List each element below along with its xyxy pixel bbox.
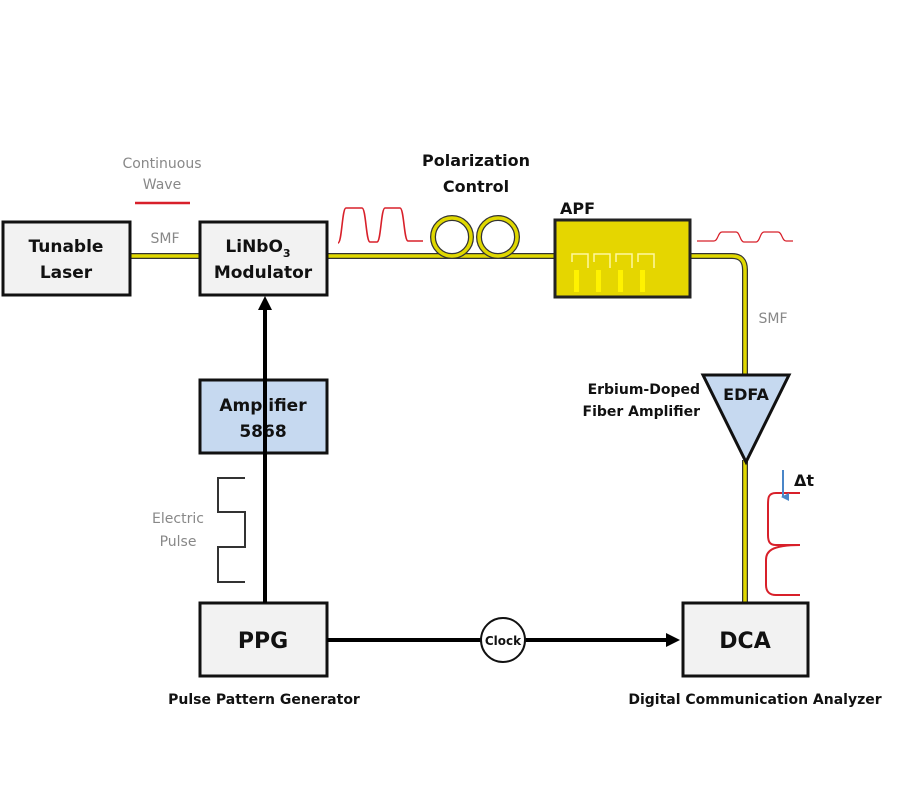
edfa-full-label-2: Fiber Amplifier — [583, 404, 701, 420]
filtered-pulse-signal — [697, 231, 793, 243]
dca-block[interactable]: DCA — [681, 601, 810, 678]
delayed-pulse-signal — [765, 492, 801, 596]
polarization-control-label-2: Control — [443, 177, 509, 196]
laser-label-2: Laser — [40, 263, 93, 283]
ppg-block[interactable]: PPG — [198, 601, 329, 678]
continuous-wave-label-2: Wave — [143, 177, 181, 193]
electric-pulse-label-2: Pulse — [160, 534, 197, 550]
tunable-laser-block[interactable]: Tunable Laser — [1, 220, 132, 297]
apf-chip-pattern-icon — [571, 253, 655, 268]
polarization-control-loops[interactable] — [430, 215, 520, 259]
clock-node[interactable]: Clock — [480, 617, 526, 663]
modulator-label-1: LiNbO3 — [225, 237, 290, 260]
clock-label: Clock — [485, 634, 522, 648]
polarization-control-label-1: Polarization — [422, 151, 530, 170]
modulated-pulse-signal — [337, 207, 423, 244]
dca-full-label: Digital Communication Analyzer — [628, 692, 881, 708]
edfa-block[interactable]: EDFA — [700, 373, 792, 466]
ppg-full-label: Pulse Pattern Generator — [168, 692, 360, 708]
laser-label-1: Tunable — [29, 237, 104, 257]
apf-label: APF — [560, 199, 595, 218]
modulator-label-2: Modulator — [214, 263, 313, 283]
smf-label-2: SMF — [758, 311, 787, 327]
modulator-block[interactable]: LiNbO3 Modulator — [198, 220, 329, 297]
delta-t-label: Δt — [794, 471, 814, 490]
edfa-label: EDFA — [723, 385, 769, 404]
edfa-full-label-1: Erbium-Doped — [588, 382, 700, 398]
smf-label-1: SMF — [150, 231, 179, 247]
ppg-label: PPG — [238, 629, 288, 654]
apf-block[interactable]: APF — [553, 199, 692, 299]
dca-label: DCA — [719, 629, 770, 654]
electric-pulse-label-1: Electric — [152, 511, 204, 527]
continuous-wave-label-1: Continuous — [122, 156, 201, 172]
electric-pulse-signal — [217, 477, 246, 583]
